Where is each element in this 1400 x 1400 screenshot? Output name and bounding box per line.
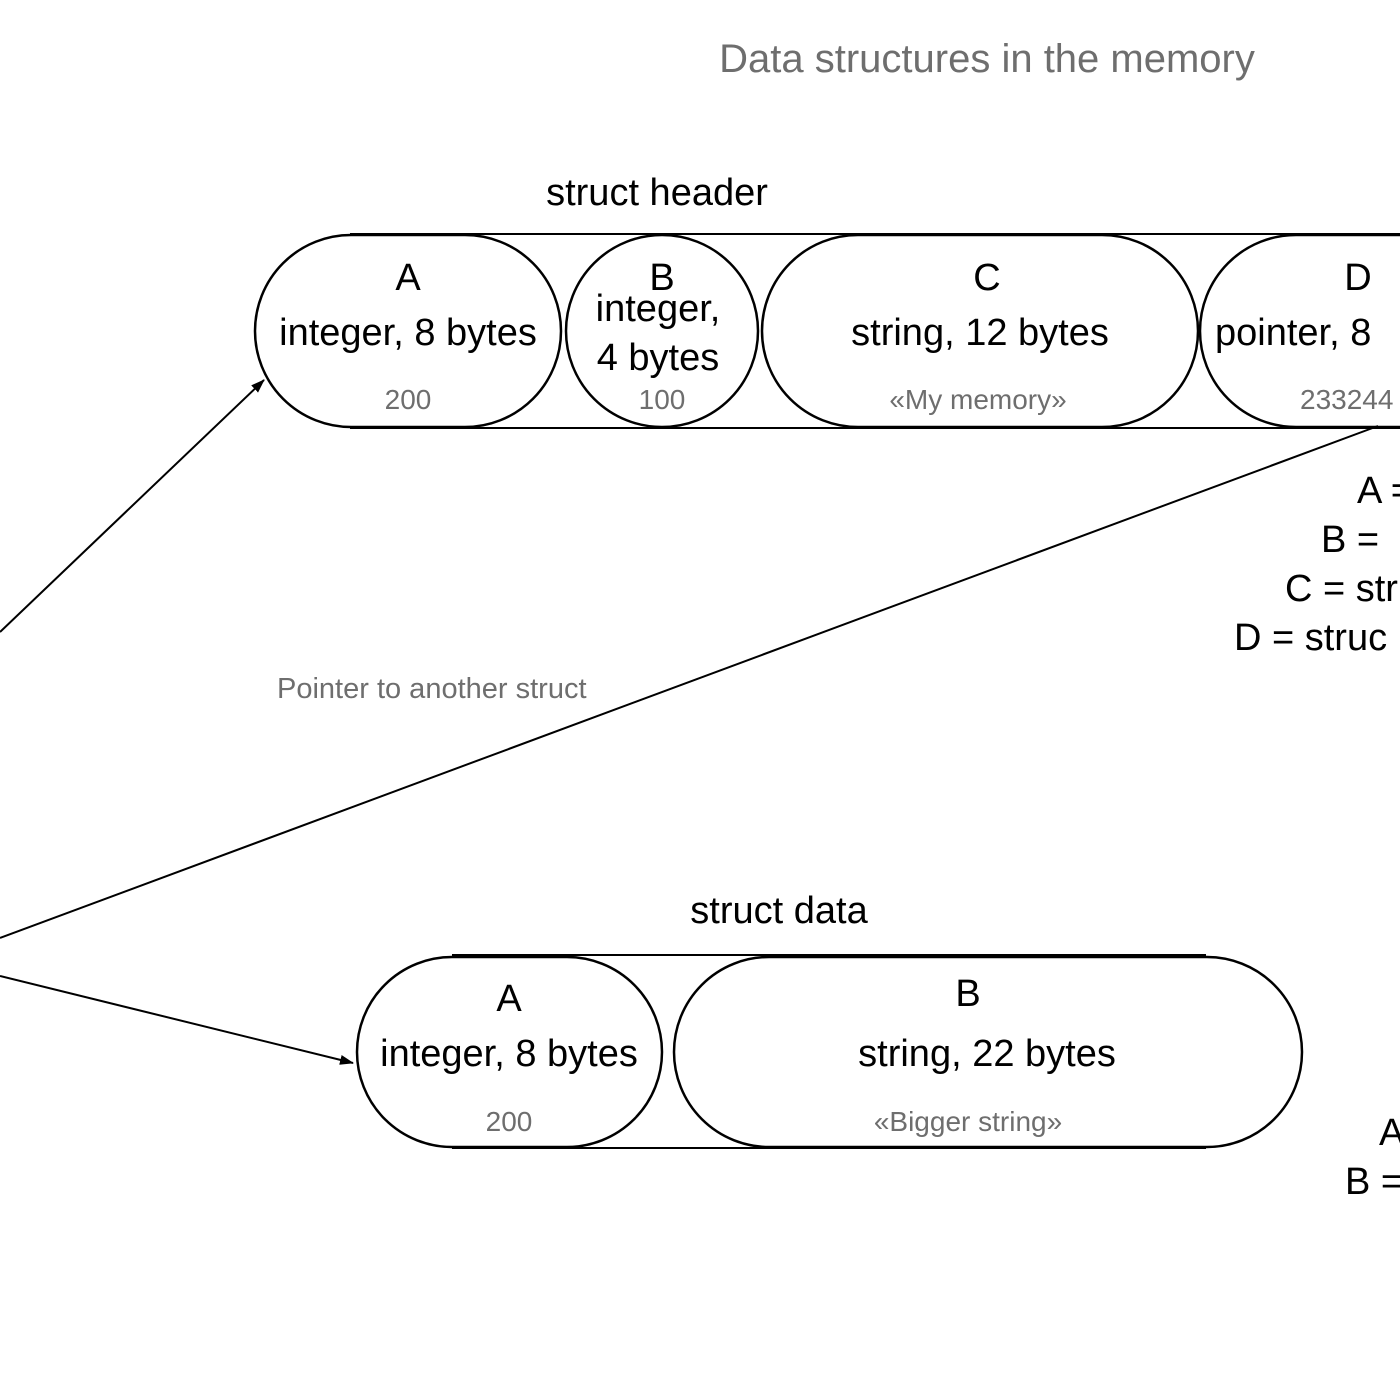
struct-data-label: struct data — [690, 890, 868, 932]
header-field-c-value: «My memory» — [889, 384, 1066, 415]
header-field-c-type: string, 12 bytes — [851, 312, 1109, 354]
header-field-a-value: 200 — [385, 384, 432, 415]
data-field-a: A integer, 8 bytes 200 — [355, 955, 664, 1149]
data-field-b-value: «Bigger string» — [874, 1106, 1062, 1137]
header-field-b-type-line2: 4 bytes — [597, 337, 720, 379]
data-field-a-type: integer, 8 bytes — [380, 1033, 638, 1075]
header-field-b-type-line1: integer, — [596, 288, 721, 330]
diagram-title: Data structures in the memory — [719, 37, 1255, 81]
data-field-a-value: 200 — [486, 1106, 533, 1137]
header-field-b-name: B — [649, 257, 674, 299]
data-field-b-type: string, 22 bytes — [858, 1033, 1116, 1075]
header-field-d-value: 233244 — [1300, 384, 1393, 415]
data-field-b-name: B — [955, 973, 980, 1015]
arrow-to-header — [0, 379, 265, 633]
pointer-line — [0, 425, 1379, 939]
header-field-a-type: integer, 8 bytes — [279, 312, 537, 354]
header-legend-c: C = str — [1285, 568, 1398, 610]
header-field-a: A integer, 8 bytes 200 — [253, 233, 563, 429]
data-legend: A B = — [1345, 1112, 1400, 1203]
header-field-d-type: pointer, 8 — [1215, 312, 1371, 354]
header-field-b-value: 100 — [639, 384, 686, 415]
header-field-a-name: A — [395, 257, 421, 299]
header-field-c: C string, 12 bytes «My memory» — [760, 233, 1200, 429]
pointer-note: Pointer to another struct — [277, 673, 587, 705]
header-legend-a: A = — [1357, 470, 1400, 512]
header-field-b: B integer, 4 bytes 100 — [564, 233, 760, 429]
header-field-d-name: D — [1344, 257, 1371, 299]
header-field-c-name: C — [973, 257, 1000, 299]
header-legend-b: B = — [1321, 519, 1379, 561]
header-legend: A = B = C = str D = struc — [1234, 470, 1400, 659]
header-legend-d: D = struc — [1234, 617, 1387, 659]
header-field-d: D pointer, 8 233244 — [1198, 233, 1400, 429]
data-field-a-name: A — [496, 978, 522, 1020]
arrow-to-data — [0, 975, 354, 1065]
struct-header-label: struct header — [546, 172, 768, 214]
data-legend-b: B = — [1345, 1161, 1400, 1203]
data-legend-a: A — [1379, 1112, 1400, 1154]
data-field-b: B string, 22 bytes «Bigger string» — [672, 955, 1304, 1149]
